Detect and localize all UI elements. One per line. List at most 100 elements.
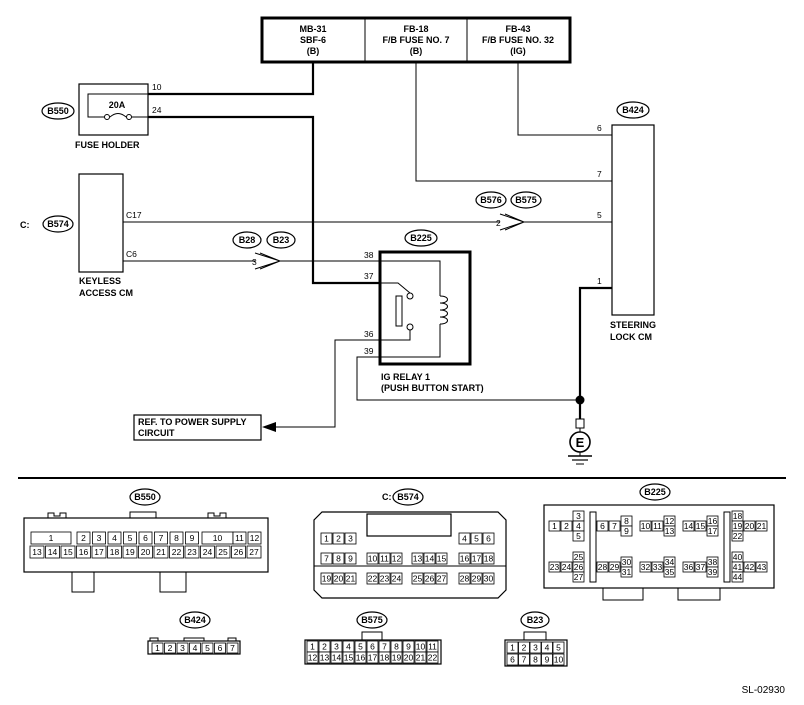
wires: [123, 62, 612, 428]
b225-pin-28: 28: [598, 562, 608, 572]
b550-pin-6: 6: [143, 533, 148, 543]
b574-pin-4-cell: [458, 532, 471, 545]
b23-pin-9-cell: [541, 653, 553, 666]
relay-pin-39: 39: [364, 346, 374, 356]
b225-pin-29-cell: [608, 561, 621, 573]
b225-pin-37-cell: [694, 561, 707, 573]
b550-pin-16-cell: [76, 545, 91, 559]
b225-pin-20: 20: [745, 521, 755, 531]
svg-text:B23: B23: [527, 615, 544, 625]
b225-pin-23-cell: [548, 561, 561, 573]
b575-pin-19-cell: [390, 651, 403, 664]
wire-fuse32-to-steering-6: [517, 62, 612, 136]
b424-pin-7-cell: [226, 642, 239, 654]
b575-pin-10: 10: [416, 642, 426, 652]
b574-pin-30: 30: [484, 574, 494, 584]
fuse-cell-1-line3: (B): [307, 46, 320, 56]
b225-pin-40: 40: [733, 552, 743, 562]
b574-pin-23: 23: [380, 574, 390, 584]
b574-pin-2-cell: [332, 532, 345, 545]
b225-pin-28-cell: [596, 561, 609, 573]
b550-pin-2-cell: [76, 531, 91, 545]
relay-label-2: (PUSH BUTTON START): [381, 383, 484, 393]
b574-pin-28-cell: [458, 572, 471, 585]
b424-pin-7: 7: [230, 643, 235, 653]
b424-pin-5: 5: [205, 643, 210, 653]
b574-pin-11-cell: [378, 552, 391, 565]
b23-pin-4-cell: [541, 641, 553, 654]
fuse-cell-3-line1: FB-43: [505, 24, 530, 34]
b225-pin-9-cell: [620, 525, 633, 537]
b424-pin-4: 4: [193, 643, 198, 653]
b550-pin-19-cell: [122, 545, 138, 559]
fuse-cell-2-line3: (B): [410, 46, 423, 56]
b225-pin-39-cell: [706, 566, 719, 578]
b225-pin-26: 26: [574, 562, 584, 572]
b550-pin-3: 3: [97, 533, 102, 543]
b550-pin-11-cell: [232, 531, 247, 545]
b225-pin-15-cell: [694, 520, 707, 532]
b225-pin-35: 35: [665, 567, 675, 577]
relay-pin-37: 37: [364, 271, 374, 281]
b575-pin-13-cell: [318, 651, 331, 664]
b574-pin-28: 28: [460, 574, 470, 584]
diagram-code: SL-02930: [742, 685, 786, 696]
b23-pin-8: 8: [533, 655, 538, 665]
b575-pin-15-cell: [342, 651, 355, 664]
b550-pin-22-cell: [169, 545, 184, 559]
b225-pin-17: 17: [708, 526, 718, 536]
steering-pin-7: 7: [597, 169, 602, 179]
b225-pin-6: 6: [600, 521, 605, 531]
b574-pin-15: 15: [437, 554, 447, 564]
b574-pin-1-cell: [320, 532, 333, 545]
b574-pin-27-cell: [435, 572, 448, 585]
b23-pin-5: 5: [556, 643, 561, 653]
wire-relay-39-to-ground: [356, 356, 580, 401]
b225-pin-30: 30: [622, 557, 632, 567]
b23-pin-9: 9: [545, 655, 550, 665]
b23-pin-2-cell: [518, 641, 530, 654]
b574-pin-6-cell: [482, 532, 495, 545]
b550-pin-26: 26: [234, 547, 244, 557]
b574-pin-14: 14: [425, 554, 435, 564]
b550-pin-1-cell: [30, 531, 72, 545]
steering-label-1: STEERING: [610, 320, 656, 330]
keyless-connector-prefix: C:: [20, 220, 30, 230]
keyless-access-cm: C: B574 C17 C6 KEYLESS ACCESS CM: [20, 173, 142, 298]
b424-pin-3-cell: [176, 642, 189, 654]
b575-pin-12: 12: [308, 653, 318, 663]
b575-pin-17-cell: [366, 651, 379, 664]
b225-pin-29: 29: [610, 562, 620, 572]
junction-upper: B576 B575 2: [475, 191, 542, 231]
b225-pin-10: 10: [641, 521, 651, 531]
relay-coil-bottom: [380, 324, 441, 358]
b225-pin-13: 13: [665, 526, 675, 536]
b225-pin-15: 15: [696, 521, 706, 531]
b550-pin-24: 24: [203, 547, 213, 557]
wire-fuse-to-relay-37: [148, 115, 380, 285]
b574-pin-2: 2: [336, 534, 341, 544]
b575-pin-18: 18: [380, 653, 390, 663]
b550-pin-9: 9: [190, 533, 195, 543]
b225-pin-1-cell: [548, 520, 561, 532]
b225-pin-33-cell: [651, 561, 664, 573]
b225-pin-44: 44: [733, 572, 743, 582]
b575-pin-22-cell: [426, 651, 439, 664]
b225-pin-24: 24: [562, 562, 572, 572]
b424-pin-2-cell: [164, 642, 176, 654]
b575-pin-16: 16: [356, 653, 366, 663]
b225-pin-19: 19: [733, 521, 743, 531]
b225-pin-32-cell: [639, 561, 652, 573]
b575-pin-14-cell: [330, 651, 343, 664]
svg-text:B575: B575: [361, 615, 383, 625]
keyless-label-1: KEYLESS: [79, 276, 121, 286]
b23-pin-6: 6: [510, 655, 515, 665]
b574-pin-25-cell: [411, 572, 424, 585]
b225-pin-5: 5: [576, 531, 581, 541]
b550-pin-11: 11: [235, 533, 244, 543]
b575-pin-17: 17: [368, 653, 378, 663]
